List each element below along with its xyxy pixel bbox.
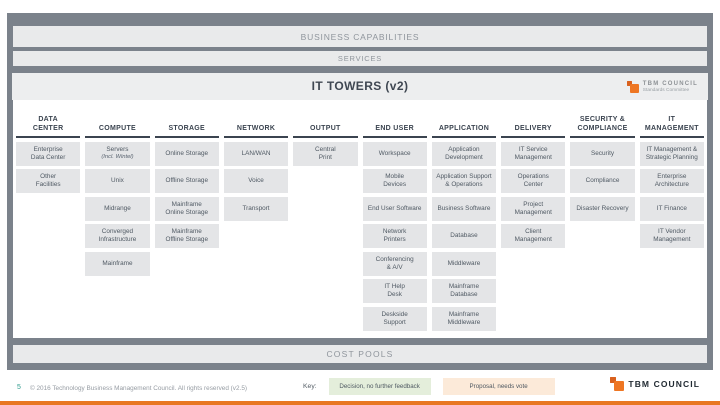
tower-box: Middleware <box>431 251 497 276</box>
tower-box: End User Software <box>362 196 427 221</box>
tower-box: Transport <box>223 196 289 221</box>
tower-box: Unix <box>85 169 150 193</box>
bottom-accent-strip <box>0 401 720 405</box>
tower-header: OUTPUT <box>293 106 358 138</box>
tower-header: END USER <box>362 106 427 138</box>
tower-header: NETWORK <box>223 106 289 138</box>
tower-box: Mainframe Database <box>431 279 497 303</box>
tower-header: APPLICATION <box>431 106 497 138</box>
tower-box: Mainframe Offline Storage <box>154 224 219 248</box>
services-bar: SERVICES <box>13 51 707 66</box>
tower-header: DATA CENTER <box>16 106 81 138</box>
tower-box: IT Finance <box>639 196 704 221</box>
tower-box: Online Storage <box>154 141 219 166</box>
tower-box: IT Help Desk <box>362 279 427 303</box>
tbm-council-logo-top: TBM COUNCIL Standards Committee <box>626 80 698 93</box>
page-number: 5 <box>17 384 21 391</box>
tower-box: Security <box>570 141 635 166</box>
tower-box: Enterprise Data Center <box>16 141 81 166</box>
business-capabilities-bar: BUSINESS CAPABILITIES <box>13 26 707 47</box>
tower-box: Application Support & Operations <box>431 169 497 193</box>
tower-box: Mainframe Online Storage <box>154 196 219 221</box>
tower-box: Client Management <box>501 224 566 248</box>
tbm-logo-name: TBM COUNCIL <box>628 379 700 389</box>
tower-box: LAN/WAN <box>223 141 289 166</box>
tbm-logo-text: TBM COUNCIL Standards Committee <box>643 81 698 93</box>
business-capabilities-label: BUSINESS CAPABILITIES <box>300 31 420 42</box>
key-item-proposal: Proposal, needs vote <box>442 378 555 395</box>
tower-box: IT Service Management <box>501 141 566 166</box>
tower-box: Mobile Devices <box>362 169 427 193</box>
key-label: Key: <box>303 383 317 390</box>
cost-pools-bar: COST POOLS <box>13 345 707 363</box>
tbm-logo-name: TBM COUNCIL <box>642 80 698 87</box>
tower-box: Mainframe <box>85 251 150 276</box>
tbm-logo-subtitle: Standards Committee <box>642 87 690 93</box>
tower-box: Servers(Incl. Wintel) <box>85 141 150 166</box>
tower-box: IT Vendor Management <box>639 224 704 248</box>
tower-box: Database <box>431 224 497 248</box>
tbm-logo-icon <box>610 377 625 391</box>
tower-box: Operations Center <box>501 169 566 193</box>
tower-header: DELIVERY <box>501 106 566 138</box>
tower-box: IT Management & Strategic Planning <box>639 141 704 166</box>
tower-box: Offline Storage <box>154 169 219 193</box>
key-legend: Key: Decision, no further feedback Propo… <box>303 378 555 395</box>
tower-box-subtext: (Incl. Wintel) <box>101 153 134 160</box>
tower-box: Central Print <box>293 141 358 166</box>
copyright-text: © 2016 Technology Business Management Co… <box>30 385 248 392</box>
tower-box: Converged Infrastructure <box>85 224 150 248</box>
tower-box: Application Development <box>431 141 497 166</box>
tower-box: Workspace <box>362 141 427 166</box>
tower-box: Business Software <box>431 196 497 221</box>
tower-header: STORAGE <box>154 106 219 138</box>
tower-box: Midrange <box>85 196 150 221</box>
tower-box: Deskside Support <box>362 306 427 331</box>
tbm-logo-icon <box>626 80 639 93</box>
slide-frame: BUSINESS CAPABILITIES SERVICES IT TOWERS… <box>7 13 713 370</box>
tower-column-output: OUTPUT Central Print <box>293 106 358 331</box>
services-label: SERVICES <box>337 54 383 63</box>
tower-header: SECURITY & COMPLIANCE <box>570 106 635 138</box>
page-title: IT TOWERS (v2) <box>311 79 409 93</box>
tower-box: Conferencing & A/V <box>362 251 427 276</box>
tower-box: Network Printers <box>362 224 427 248</box>
tower-box: Enterprise Architecture <box>639 169 704 193</box>
tbm-council-logo-bottom: TBM COUNCIL <box>610 377 700 391</box>
tower-box: Project Management <box>501 196 566 221</box>
tower-box: Other Facilities <box>16 169 81 193</box>
tower-box: Voice <box>223 169 289 193</box>
cost-pools-label: COST POOLS <box>326 349 394 359</box>
tower-box: Disaster Recovery <box>570 196 635 221</box>
key-item-decision: Decision, no further feedback <box>328 378 431 395</box>
tower-box: Mainframe Middleware <box>431 306 497 331</box>
tower-header: IT MANAGEMENT <box>639 106 704 138</box>
tower-box: Compliance <box>570 169 635 193</box>
title-band: IT TOWERS (v2) TBM COUNCIL Standards Com… <box>12 73 708 100</box>
tower-column-it-management: IT MANAGEMENT IT Management & Strategic P… <box>639 106 704 331</box>
tower-header: COMPUTE <box>85 106 150 138</box>
